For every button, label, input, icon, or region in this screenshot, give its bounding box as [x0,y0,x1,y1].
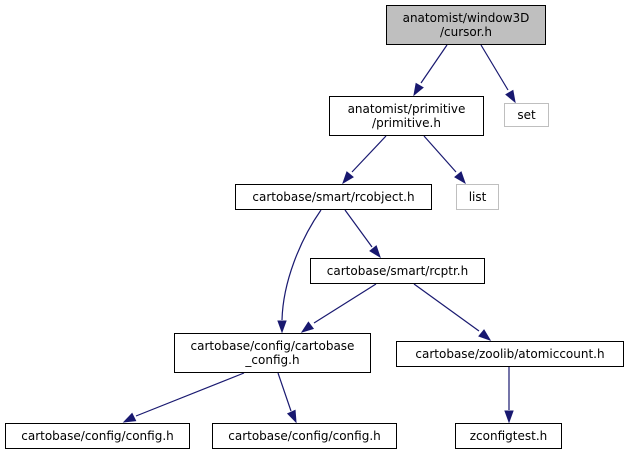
node-label: /primitive.h [372,116,441,130]
node-list: list [456,184,499,210]
node-config1[interactable]: cartobase/config/config.h [5,423,190,449]
edge-cartobase_config-to-config2 [277,372,297,424]
edge-cursor-to-set [480,44,516,104]
node-box [310,258,485,284]
edge-primitive-to-list [423,135,466,185]
node-box [386,5,546,45]
node-config2[interactable]: cartobase/config/config.h [212,423,397,449]
node-label: cartobase/smart/rcobject.h [252,190,414,204]
arrowhead [413,82,424,97]
node-box [174,333,371,373]
node-label: cartobase/zoolib/atomiccount.h [415,347,604,361]
edge-line [277,372,292,412]
node-box [212,423,397,449]
edge-atomiccount-to-zconfigtest [504,367,514,424]
node-atomiccount[interactable]: cartobase/zoolib/atomiccount.h [396,341,624,367]
node-box [456,184,499,210]
arrowhead [504,410,514,424]
nodes-layer: anatomist/window3D/cursor.h anatomist/pri… [5,5,624,449]
node-label: cartobase/config/config.h [228,429,380,443]
arrowhead [286,409,297,424]
node-box [5,423,190,449]
node-box [235,184,432,210]
node-label: anatomist/window3D [403,11,530,25]
edge-cartobase_config-to-config1 [122,372,245,423]
edge-line [423,135,457,173]
node-cursor[interactable]: anatomist/window3D/cursor.h [386,5,546,45]
arrowhead [122,412,137,423]
node-label: cartobase/config/config.h [21,429,173,443]
node-label: _config.h [244,353,299,367]
edge-line [313,283,377,324]
edges-layer [122,44,516,424]
node-label: list [469,190,487,204]
node-label: zconfigtest.h [470,429,547,443]
node-cartobase_config[interactable]: cartobase/config/cartobase_config.h [174,333,371,373]
node-label: anatomist/primitive [348,102,466,116]
arrowhead [369,245,381,259]
edge-line [420,44,448,84]
edge-rcobject-to-cartobase_config [277,209,322,334]
node-rcobject[interactable]: cartobase/smart/rcobject.h [235,184,432,210]
node-rcptr[interactable]: cartobase/smart/rcptr.h [310,258,485,284]
edge-line [281,209,322,321]
arrowhead [505,89,516,104]
edge-rcobject-to-rcptr [344,209,381,259]
edge-primitive-to-rcobject [342,135,387,185]
arrowhead [277,320,287,334]
edge-line [135,372,245,417]
node-primitive[interactable]: anatomist/primitive/primitive.h [329,96,484,136]
node-set: set [504,103,549,127]
node-label: cartobase/smart/rcptr.h [327,264,468,278]
arrowhead [478,329,492,341]
edge-cursor-to-primitive [413,44,448,97]
node-box [455,423,562,449]
arrowhead [342,171,354,185]
edge-line [351,135,387,173]
edge-rcptr-to-atomiccount [413,283,492,341]
node-label: /cursor.h [440,25,492,39]
edge-line [413,283,480,332]
node-box [396,341,624,367]
node-zconfigtest[interactable]: zconfigtest.h [455,423,562,449]
arrowhead [454,171,466,185]
edge-rcptr-to-cartobase_config [300,283,377,333]
node-box [329,96,484,136]
node-label: set [517,108,536,122]
edge-line [344,209,373,248]
arrowhead [300,321,315,333]
node-box [504,103,549,127]
node-label: cartobase/config/cartobase [191,339,355,353]
edge-line [480,44,509,91]
